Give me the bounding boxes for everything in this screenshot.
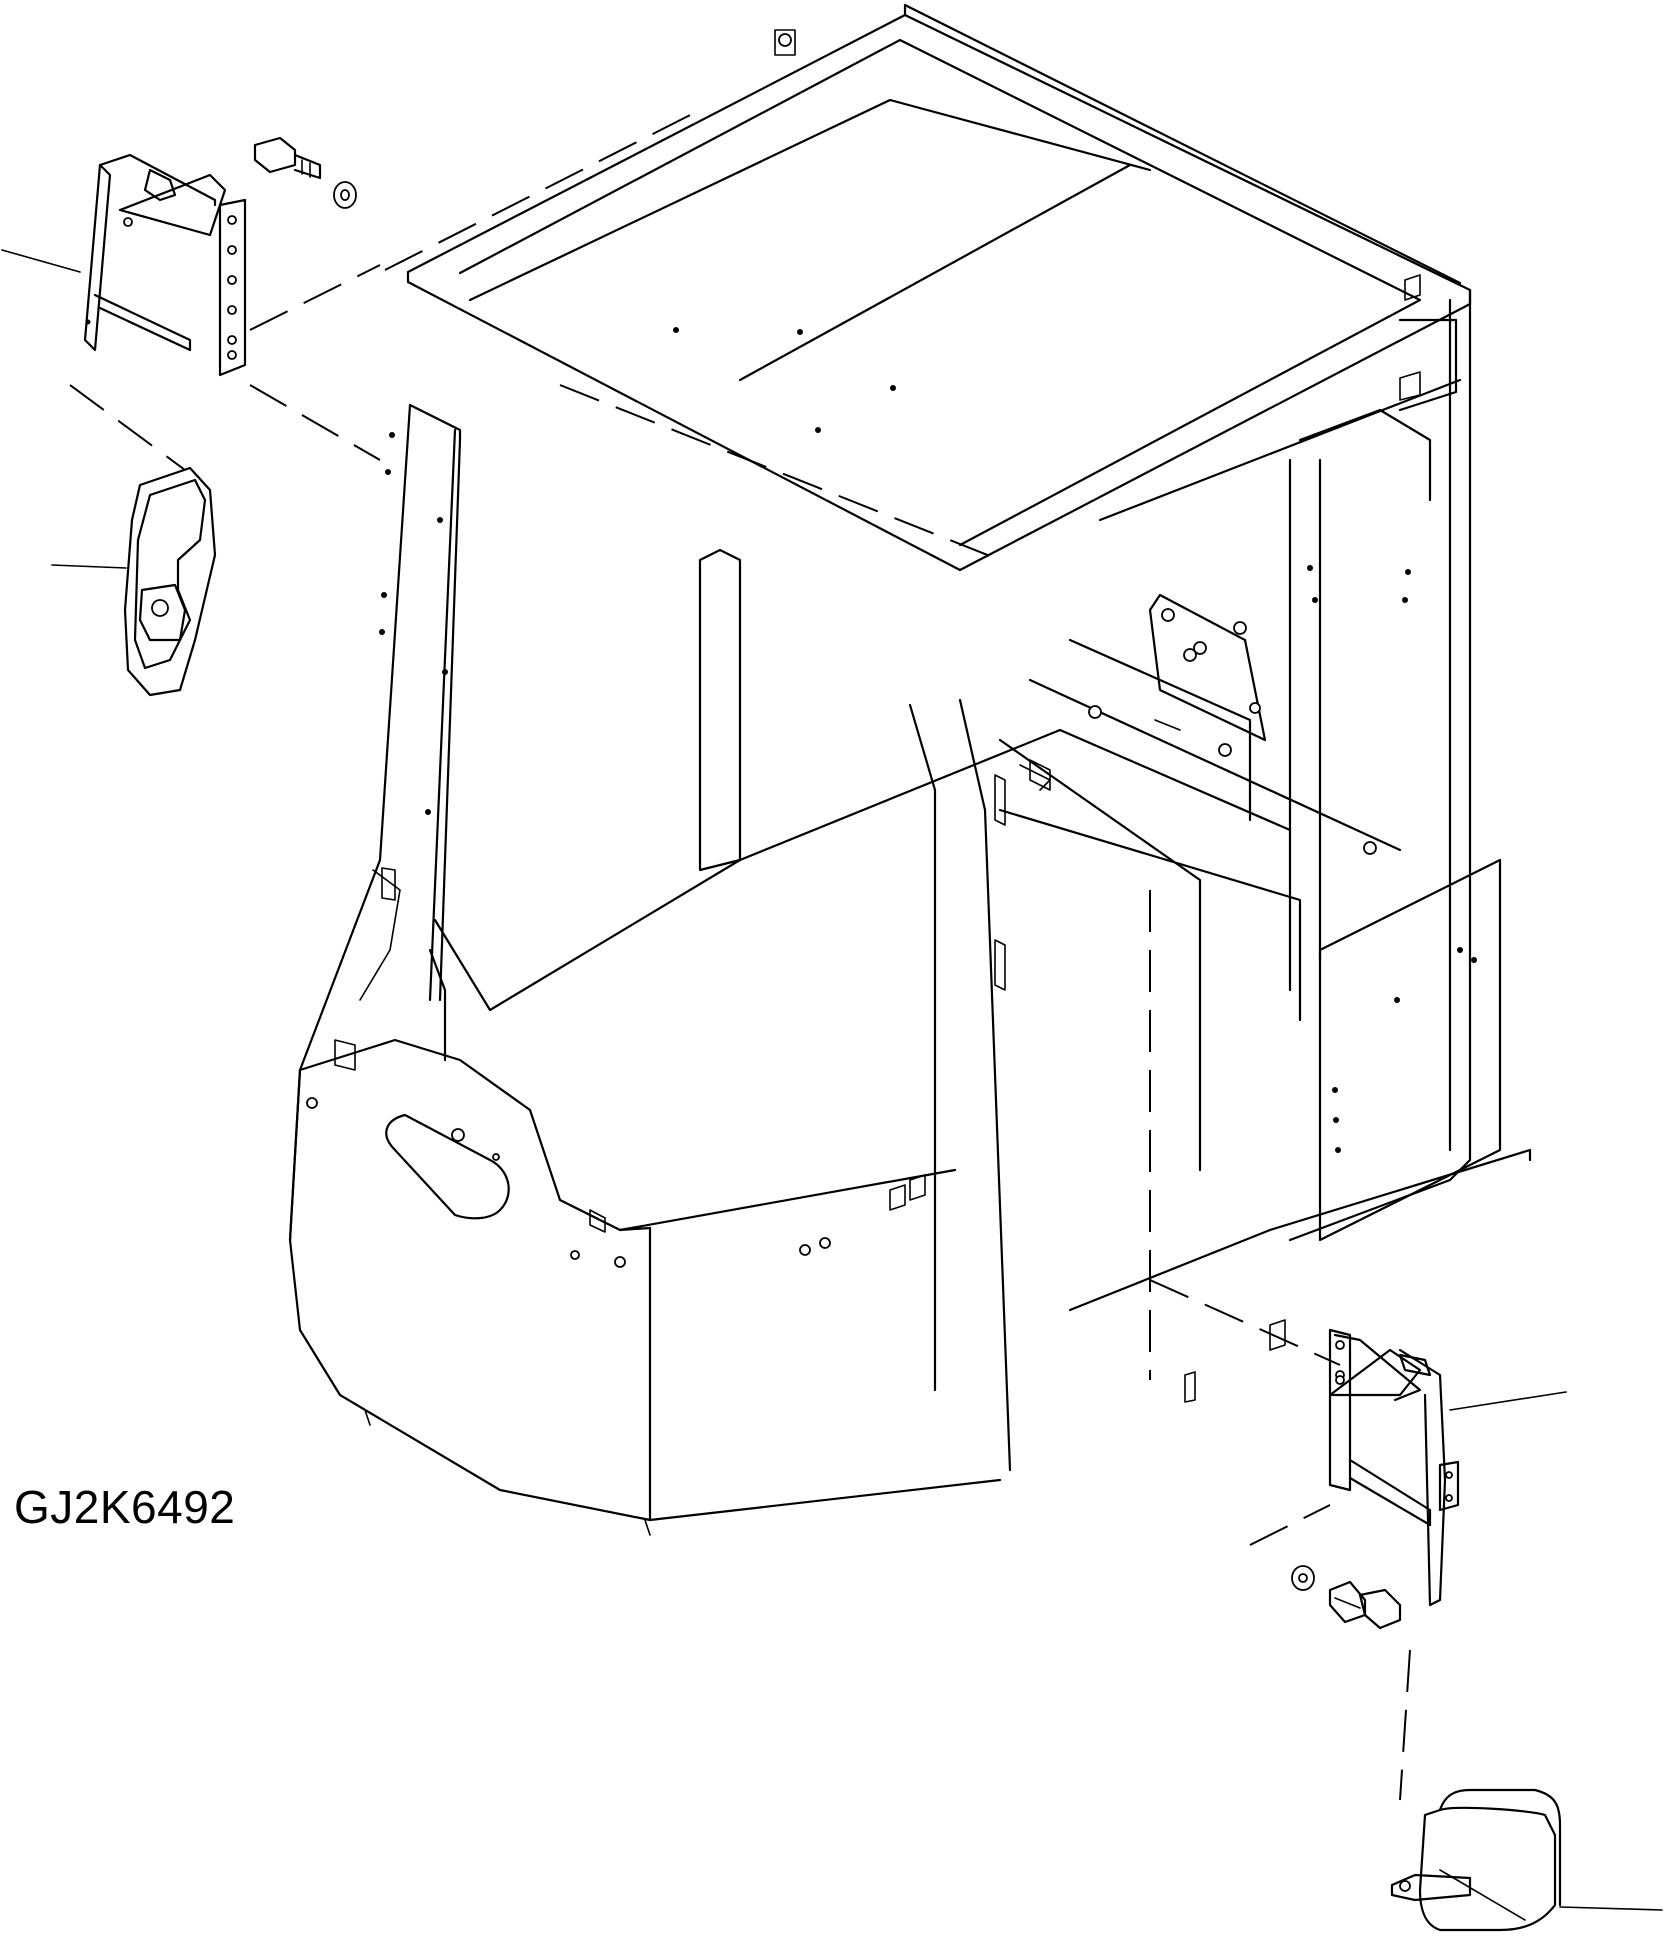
leader-line-mirror-left xyxy=(51,564,127,569)
lower-right-washer xyxy=(1291,1565,1315,1591)
side-window-frame xyxy=(433,408,1432,1472)
cab-roof xyxy=(406,3,1472,572)
upper-left-mirror-stay xyxy=(83,153,247,377)
rear-frame xyxy=(998,288,1532,1312)
front-lower-panel xyxy=(288,1038,1002,1536)
upper-left-mirror xyxy=(123,466,217,697)
cab-small-brackets xyxy=(334,274,1421,1403)
leader-line-stay-left xyxy=(1,249,81,273)
lower-right-mirror-stay xyxy=(1328,1328,1460,1607)
upper-left-washer xyxy=(333,181,357,209)
alignment-lines xyxy=(69,109,1411,1801)
leader-line-mirror-right xyxy=(1559,1906,1663,1911)
drawing-number: GJ2K6492 xyxy=(14,1481,236,1533)
front-left-pillar xyxy=(288,403,462,1242)
inner-bracket xyxy=(1019,593,1377,855)
leader-line-stay-right xyxy=(1449,1391,1567,1411)
lower-right-mirror xyxy=(1390,1788,1562,1932)
lower-right-bolt xyxy=(1328,1580,1402,1630)
upper-left-bolt xyxy=(253,136,322,180)
